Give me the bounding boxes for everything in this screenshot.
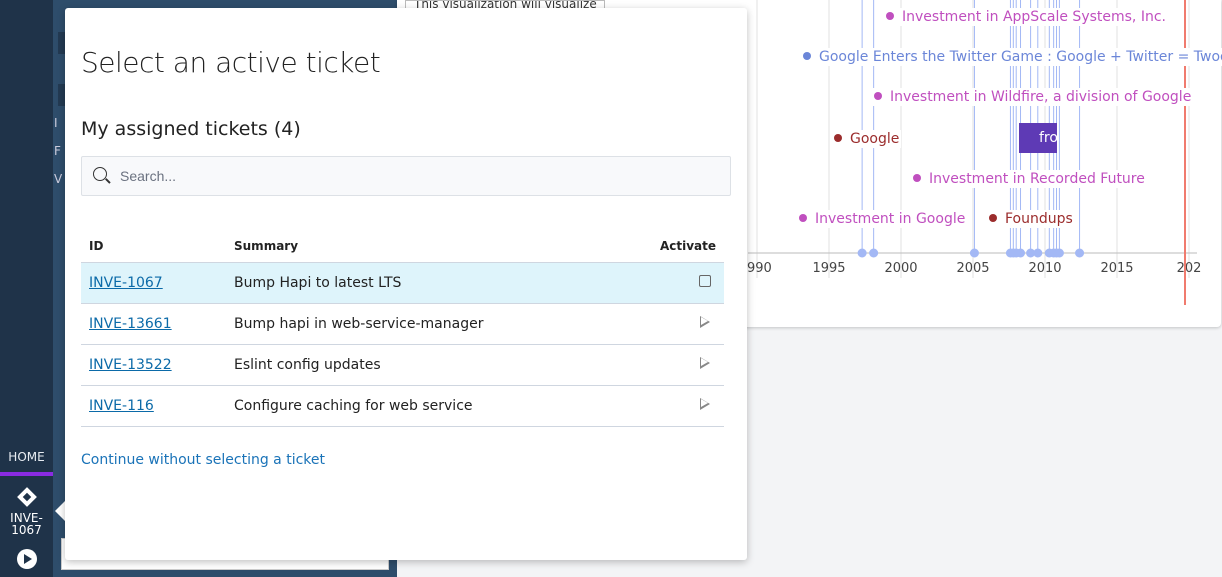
select-ticket-popover: Select an active ticket My assigned tick… [65,8,747,560]
panel-text: V [54,172,63,186]
active-ticket-label-1: INVE- [10,511,43,525]
ticket-id-link[interactable]: INVE-13522 [89,356,172,373]
ticket-summary: Bump hapi in web-service-manager [226,303,634,345]
home-nav[interactable]: HOME [0,446,53,476]
panel-text: I [54,116,58,130]
activate-cell [634,303,724,345]
ticket-icon [16,487,37,507]
ticket-id-link[interactable]: INVE-13661 [89,315,172,332]
ticket-id-cell: INVE-13661 [81,303,226,345]
popover-title: Select an active ticket [81,46,381,79]
panel-text: F [54,144,61,158]
continue-without-ticket-link[interactable]: Continue without selecting a ticket [81,452,325,468]
table-row[interactable]: INVE-13661 Bump hapi in web-service-mana… [81,303,724,345]
search-field[interactable] [81,156,731,196]
ticket-id-link[interactable]: INVE-116 [89,397,154,414]
column-header-activate: Activate [634,230,724,263]
active-ticket-nav[interactable]: INVE- 1067 [0,484,53,536]
ticket-id-cell: INVE-116 [81,385,226,427]
assigned-tickets-heading: My assigned tickets (4) [81,118,301,140]
activate-cell [634,344,724,386]
ticket-summary: Eslint config updates [226,344,634,386]
activate-cell [634,385,724,427]
play-icon[interactable] [17,549,37,569]
activate-cell [634,262,724,304]
search-input[interactable] [120,157,720,195]
ticket-summary: Bump Hapi to latest LTS [226,262,634,304]
column-header-summary: Summary [226,230,634,263]
ticket-summary: Configure caching for web service [226,385,634,427]
column-header-id: ID [81,230,226,263]
active-ticket-label-2: 1067 [11,523,42,537]
tickets-table: ID Summary Activate INVE-1067 Bump Hapi … [81,230,724,427]
play-icon[interactable] [700,356,710,369]
table-row[interactable]: INVE-116 Configure caching for web servi… [81,385,724,427]
table-row[interactable]: INVE-1067 Bump Hapi to latest LTS [81,262,724,304]
stop-icon[interactable] [699,274,711,287]
table-row[interactable]: INVE-13522 Eslint config updates [81,344,724,386]
ticket-id-cell: INVE-1067 [81,262,226,304]
ticket-id-link[interactable]: INVE-1067 [89,274,163,291]
panel-block [58,84,68,106]
search-icon [93,167,107,181]
play-icon[interactable] [700,397,710,410]
app-sidebar: HOME INVE- 1067 [0,0,53,577]
play-icon[interactable] [700,315,710,328]
panel-block [58,32,68,54]
popover-caret [55,500,66,522]
ticket-id-cell: INVE-13522 [81,344,226,386]
